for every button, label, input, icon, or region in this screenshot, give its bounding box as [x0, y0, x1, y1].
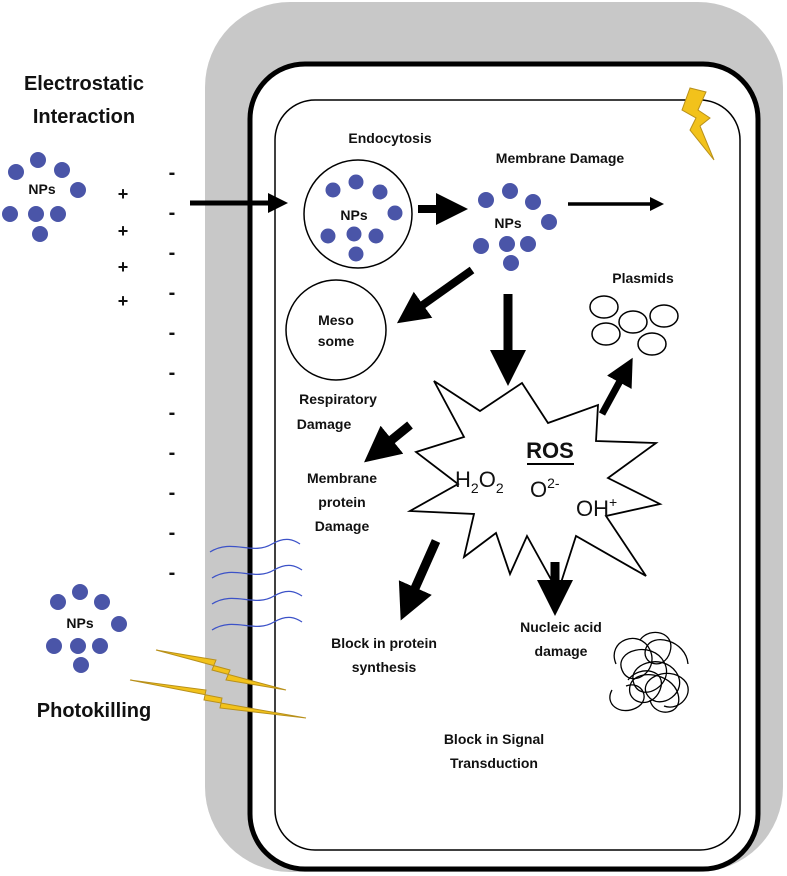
positive-charge: +	[118, 184, 129, 204]
nanoparticle-cluster-membrane: NPs	[473, 183, 557, 271]
negative-charge: -	[169, 242, 176, 264]
membrane-damage-label: Membrane Damage	[496, 150, 625, 166]
nps-label-membrane: NPs	[494, 215, 521, 231]
negative-charge: -	[169, 402, 176, 424]
negative-charge: -	[169, 482, 176, 504]
membrane-protein-label-line1: Membrane	[307, 470, 377, 486]
membrane-protein-label-line2: protein	[318, 494, 365, 510]
negative-charge: -	[169, 562, 176, 584]
endocytosis-label: Endocytosis	[348, 130, 431, 146]
signal-transduction-label-line1: Block in Signal	[444, 731, 544, 747]
negative-charge: -	[169, 322, 176, 344]
plasmids-label: Plasmids	[612, 270, 674, 286]
lightning-bolt-icon	[129, 649, 307, 719]
nucleic-acid-label-line1: Nucleic acid	[520, 619, 602, 635]
hydroxyl-label: OH+	[576, 494, 617, 521]
electrostatic-label-line2: Interaction	[33, 106, 135, 128]
nps-label-photokilling: NPs	[66, 615, 93, 631]
negative-charge: -	[169, 362, 176, 384]
nanoparticle-cluster-left: NPs	[2, 152, 86, 242]
h2o2-label: H2O2	[455, 467, 504, 496]
mesosome-label-line1: Meso	[318, 312, 354, 328]
negative-charge: -	[169, 202, 176, 224]
arrow-to-mesosome	[396, 266, 475, 324]
superoxide-label: O2-	[530, 475, 560, 502]
block-protein-label-line1: Block in protein	[331, 635, 437, 651]
photokilling-label: Photokilling	[37, 700, 151, 722]
positive-charges: + + + +	[118, 184, 129, 311]
dna-coil-icon	[609, 631, 689, 713]
plasmid-rings	[589, 295, 679, 356]
respiratory-damage-label-line1: Respiratory	[299, 391, 377, 407]
nps-label-left: NPs	[28, 181, 55, 197]
positive-charge: +	[118, 257, 129, 277]
ros-starburst	[406, 380, 663, 595]
negative-charge: -	[169, 162, 176, 184]
mesosome-circle	[285, 279, 387, 381]
nucleic-acid-label-line2: damage	[535, 643, 588, 659]
electrostatic-label-line1: Electrostatic	[24, 73, 144, 95]
positive-charge: +	[118, 221, 129, 241]
lightning-bolt-icon	[681, 87, 715, 161]
negative-charge: -	[169, 522, 176, 544]
negative-charge: -	[169, 442, 176, 464]
nps-label-endocytosis: NPs	[340, 207, 367, 223]
arrow-to-protein-synthesis	[398, 539, 441, 621]
wave-lines-icon	[209, 538, 303, 631]
nanoparticle-cluster-endocytosis: NPs	[320, 174, 403, 262]
arrow-to-plasmids	[598, 357, 633, 416]
negative-charges: - - - - - - - - - - -	[169, 162, 176, 584]
membrane-protein-label-line3: Damage	[315, 518, 370, 534]
signal-transduction-label-line2: Transduction	[450, 755, 538, 771]
arrow-to-membrane-protein	[364, 421, 413, 463]
nanoparticle-cluster-photokilling: NPs	[46, 584, 127, 673]
mesosome-label-line2: some	[318, 333, 355, 349]
block-protein-label-line2: synthesis	[352, 659, 417, 675]
ros-label: ROS	[526, 438, 574, 463]
respiratory-damage-label-line2: Damage	[297, 416, 352, 432]
negative-charge: -	[169, 282, 176, 304]
positive-charge: +	[118, 291, 129, 311]
